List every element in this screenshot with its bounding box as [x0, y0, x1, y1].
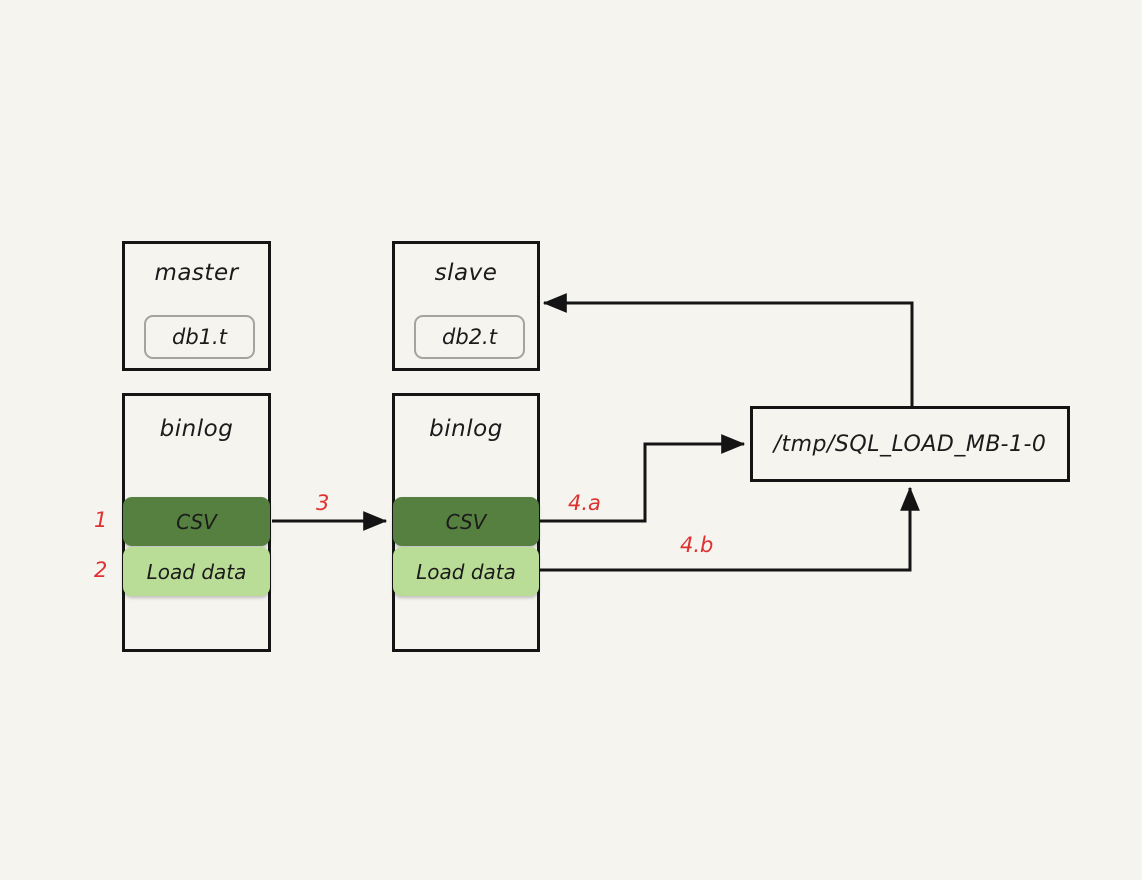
node-slave[interactable]: slave db2.t [392, 241, 540, 371]
node-slave-table[interactable]: db2.t [414, 315, 525, 359]
node-slave-binlog-title: binlog [429, 416, 503, 442]
master-binlog-row-csv[interactable]: CSV [123, 497, 270, 546]
slave-binlog-row-load-data[interactable]: Load data [393, 547, 539, 596]
node-master-binlog-title: binlog [159, 416, 234, 442]
node-master-table[interactable]: db1.t [144, 315, 255, 359]
step-label-2: 2 [94, 558, 108, 582]
step-label-3: 3 [316, 491, 330, 515]
node-tmp-file[interactable]: /tmp/SQL_LOAD_MB-1-0 [750, 406, 1070, 482]
slave-binlog-row-csv[interactable]: CSV [393, 497, 539, 546]
step-label-4a: 4.a [568, 491, 601, 515]
node-master-title: master [154, 260, 239, 286]
node-master[interactable]: master db1.t [122, 241, 271, 371]
master-binlog-row-load-data[interactable]: Load data [123, 547, 270, 596]
edge-write-tmp-file [540, 434, 746, 523]
edge-tmp-file-to-slave [542, 293, 914, 406]
node-slave-title: slave [434, 260, 498, 286]
edge-load-from-tmp-file [540, 486, 920, 572]
step-label-1: 1 [94, 508, 108, 532]
step-label-4b: 4.b [680, 533, 714, 557]
